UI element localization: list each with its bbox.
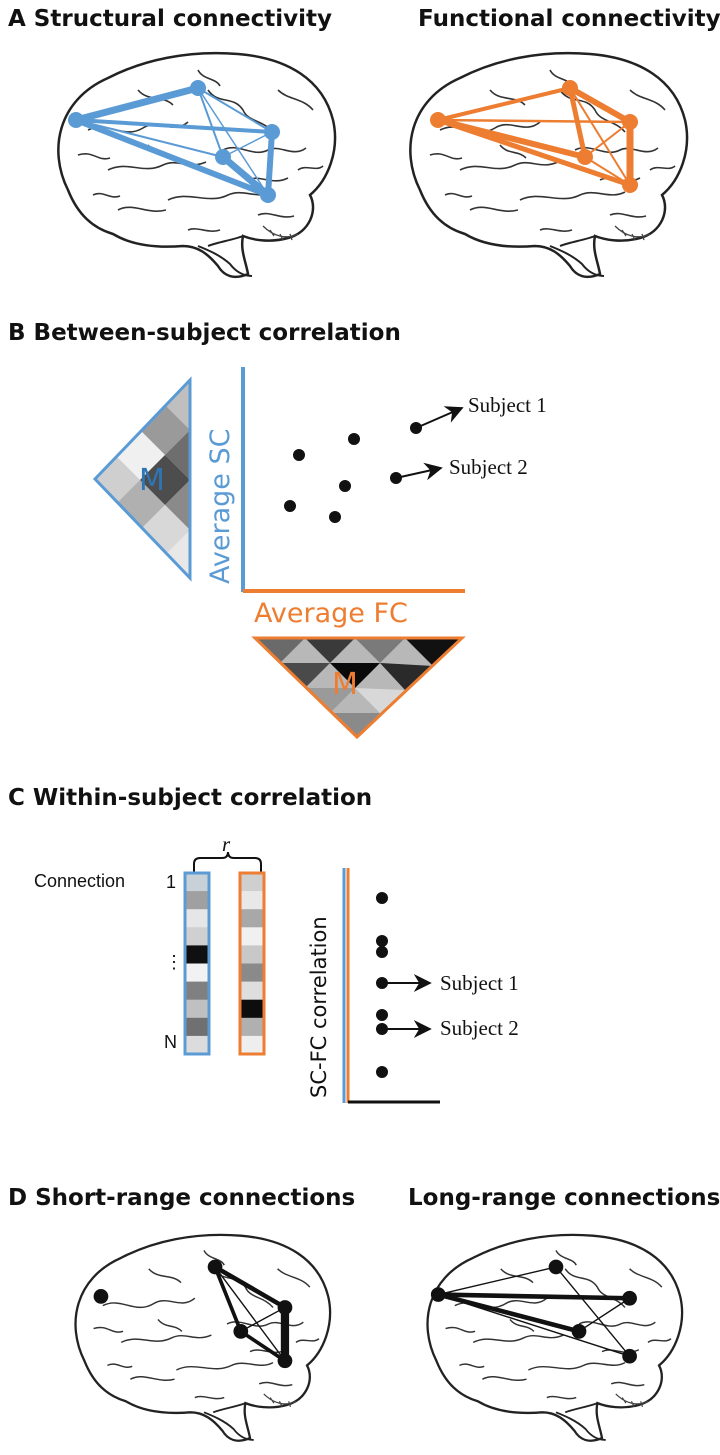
sc-vector-cell — [185, 1035, 209, 1055]
b-subject1-label: Subject 1 — [468, 393, 547, 417]
panel-a-right-title: Functional connectivity — [418, 6, 720, 32]
panel-d-left-title: D Short-range connections — [8, 1185, 355, 1211]
long-range-edges — [435, 1266, 632, 1357]
c-connection-label: Connection — [34, 871, 125, 891]
sc-vector-cell — [185, 873, 209, 892]
panel-d-right-title: Long-range connections — [408, 1185, 720, 1211]
fc-vector-cell — [240, 909, 264, 928]
panel-c-title: C Within-subject correlation — [8, 785, 372, 811]
sc-matrix-label: M — [139, 463, 165, 498]
panel-b-title: B Between-subject correlation — [8, 320, 401, 346]
b-point — [348, 433, 360, 445]
b-arrow-subject2 — [395, 462, 443, 481]
b-point — [293, 449, 305, 461]
c-point — [376, 892, 388, 904]
fc-vector-cell — [240, 1035, 264, 1055]
functional-nodes — [430, 80, 638, 193]
c-subject1-label: Subject 1 — [440, 971, 519, 995]
c-point — [376, 1009, 388, 1021]
c-point — [376, 1066, 388, 1078]
fc-vector-cell — [240, 891, 264, 910]
structural-nodes — [68, 80, 280, 203]
fc-vector-cell — [240, 1017, 264, 1037]
c-row-ellipsis: ⋮ — [165, 952, 183, 972]
fc-vector-cell — [240, 963, 264, 983]
fc-vector-cell — [240, 945, 264, 964]
b-point — [329, 511, 341, 523]
b-point — [284, 500, 296, 512]
c-scatter — [376, 892, 388, 1078]
fc-matrix: M — [251, 636, 466, 740]
sc-vector-cell — [185, 927, 209, 946]
fc-vector-cell — [240, 873, 264, 892]
fc-vector-cell — [240, 999, 264, 1019]
sc-vector — [185, 873, 209, 1055]
c-point — [376, 946, 388, 958]
short-range-nodes — [93, 1259, 293, 1369]
c-row-first: 1 — [166, 872, 176, 892]
b-y-axis-label: Average SC — [205, 429, 236, 584]
fc-vector-cell — [240, 981, 264, 1001]
sc-vector-cell — [185, 981, 209, 1001]
brain-functional — [409, 51, 689, 279]
sc-vector-cell — [185, 945, 209, 964]
functional-edges — [435, 85, 634, 189]
sc-vector-cell — [185, 909, 209, 928]
fc-vector-cell — [240, 927, 264, 946]
panel-a-left-title: A Structural connectivity — [8, 6, 332, 32]
brain-structural — [57, 51, 337, 279]
sc-vector-border — [183, 871, 211, 1056]
c-subject2-label: Subject 2 — [440, 1016, 519, 1040]
fc-vector — [240, 873, 264, 1055]
fc-vector-border — [238, 871, 266, 1056]
sc-vector-cell — [185, 999, 209, 1019]
brain-long-range — [426, 1233, 684, 1442]
b-scatter — [284, 422, 422, 523]
long-range-nodes — [430, 1259, 637, 1364]
b-subject2-label: Subject 2 — [449, 455, 528, 479]
brain-short-range — [74, 1233, 332, 1442]
c-y-axis-label: SC-FC correlation — [307, 916, 331, 1098]
b-arrow-subject1 — [415, 406, 464, 429]
sc-vector-cell — [185, 1017, 209, 1037]
sc-matrix: M — [92, 376, 192, 582]
structural-edges — [72, 84, 275, 199]
c-point — [376, 935, 388, 947]
c-row-last: N — [164, 1032, 177, 1052]
c-r-label: r — [222, 832, 231, 856]
fc-matrix-label: M — [332, 667, 358, 702]
sc-vector-cell — [185, 891, 209, 910]
sc-vector-cell — [185, 963, 209, 983]
b-x-axis-label: Average FC — [254, 598, 408, 629]
c-r-brace — [193, 851, 262, 878]
short-range-edges — [212, 1264, 290, 1365]
b-point — [339, 480, 351, 492]
